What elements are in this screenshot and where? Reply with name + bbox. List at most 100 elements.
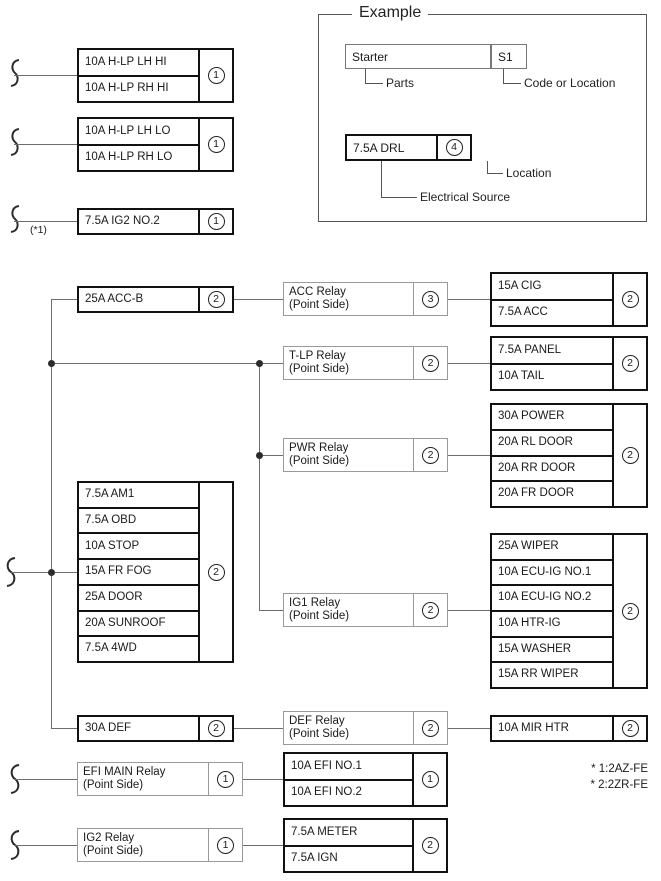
footnote-tag-star1: (*1): [30, 224, 47, 236]
example-code-value: S1: [498, 49, 513, 64]
fuse-cell: 10A MIR HTR: [498, 721, 569, 734]
location-cell: 2: [413, 594, 447, 626]
fuse-cell: 7.5A 4WD: [85, 642, 137, 655]
relay-label-line2: (Point Side): [289, 363, 350, 375]
relay-label-line1: EFI MAIN Relay: [83, 766, 166, 779]
wire-def-relay-to-fuse: [448, 728, 490, 729]
location-number: 2: [422, 446, 439, 464]
relay-label-line1: IG2 Relay: [83, 832, 135, 845]
relay-label-line1: DEF Relay: [289, 715, 345, 728]
fuse-cell: 10A EFI NO.2: [291, 786, 362, 798]
example-parts-box: Starter: [345, 44, 491, 69]
location-number: 1: [421, 771, 439, 788]
wire-to-h-lp-lo: [14, 144, 77, 145]
wire-bus-to-acc-b: [51, 299, 77, 300]
wire-ig2-relay-to-fuses: [243, 845, 283, 846]
location-number: 2: [421, 837, 439, 854]
junction-dot-mid-pwr: [256, 452, 263, 459]
fuse-block-efi: 10A EFI NO.1 10A EFI NO.2 1: [283, 752, 448, 807]
fuse-cell: 30A DEF: [85, 721, 132, 734]
location-number: 2: [621, 355, 639, 372]
wire-acc-relay-to-fuses: [448, 299, 490, 300]
example-parts-label: Parts: [386, 76, 415, 90]
main-left-bus: [51, 299, 52, 728]
location-number: 2: [207, 291, 225, 308]
relay-label: T-LP Relay (Point Side): [284, 347, 413, 379]
wire-to-efi-main-relay: [14, 779, 77, 780]
location-cell: 2: [612, 535, 646, 687]
location-cell: 2: [413, 347, 447, 379]
leader-code-horizontal: [503, 83, 521, 84]
wire-acc-b-to-acc-relay: [234, 299, 283, 300]
location-cell: 1: [412, 754, 446, 805]
fuse-cell: 10A ECU-IG NO.2: [492, 586, 612, 613]
fuse-block-mir-htr: 10A MIR HTR 2: [490, 715, 648, 742]
location-cell: 2: [413, 712, 447, 744]
relay-label-line1: IG1 Relay: [289, 597, 341, 610]
wire-to-h-lp-hi: [14, 75, 77, 76]
fuse-cell: 15A FR FOG: [79, 560, 198, 586]
relay-label-line2: (Point Side): [289, 728, 350, 740]
wire-bus-to-t-lp-branch: [51, 363, 259, 364]
location-cell: 2: [412, 820, 446, 871]
example-location-cell: 4: [436, 136, 470, 159]
fuse-cell: 10A H-LP LH LO: [79, 119, 198, 146]
leader-parts-horizontal: [365, 83, 383, 84]
fuse-cell: 10A H-LP LH HI: [79, 50, 198, 77]
fuse-cell: 7.5A IG2 NO.2: [85, 214, 160, 227]
fuse-cell: 10A HTR-IG: [492, 612, 612, 638]
location-number: 2: [422, 601, 439, 619]
location-cell: 1: [198, 210, 232, 233]
fuse-cell: 10A STOP: [79, 534, 198, 561]
example-code-label: Code or Location: [524, 76, 616, 90]
fuse-cell: 20A SUNROOF: [79, 612, 198, 638]
fuse-block-power-door: 30A POWER 20A RL DOOR 20A RR DOOR 20A FR…: [490, 403, 648, 508]
example-panel: [318, 14, 647, 222]
relay-efi-main-relay: EFI MAIN Relay (Point Side) 1: [77, 762, 243, 796]
location-cell: 2: [198, 483, 232, 661]
fuse-block-ig1: 25A WIPER 10A ECU-IG NO.1 10A ECU-IG NO.…: [490, 533, 648, 689]
example-source-value: 7.5A DRL: [353, 140, 405, 155]
fuse-cell: 10A EFI NO.1: [285, 754, 412, 781]
location-number: 3: [422, 290, 439, 308]
example-title: Example: [352, 4, 429, 22]
relay-label-line2: (Point Side): [83, 845, 144, 857]
example-source-label: Electrical Source: [420, 190, 511, 204]
location-number: 1: [217, 836, 234, 854]
wire-efi-relay-to-fuses: [243, 779, 283, 780]
leader-code-vertical: [503, 69, 504, 83]
main-middle-bus: [259, 363, 260, 610]
location-number: 1: [207, 213, 225, 230]
fuse-acc-b: 25A ACC-B 2: [77, 286, 234, 313]
fuse-cell: 10A ECU-IG NO.1: [492, 561, 612, 587]
location-cell: 1: [198, 119, 232, 170]
example-source-box: 7.5A DRL 4: [345, 134, 472, 161]
example-location-label: Location: [506, 166, 552, 180]
relay-ig2-relay: IG2 Relay (Point Side) 1: [77, 828, 243, 862]
wire-bus-to-left-block: [51, 572, 77, 573]
wire-mid-to-pwr: [259, 455, 283, 456]
relay-label-line2: (Point Side): [289, 455, 350, 467]
wire-pwr-relay-to-fuses: [448, 455, 490, 456]
fuse-cell: 15A RR WIPER: [498, 668, 579, 681]
leader-source-vertical: [381, 161, 382, 197]
location-cell: 2: [413, 439, 447, 471]
junction-dot-mid-t-lp: [256, 360, 263, 367]
location-cell: 2: [612, 338, 646, 389]
fuse-def: 30A DEF 2: [77, 715, 234, 742]
location-number: 2: [621, 291, 639, 308]
relay-label: ACC Relay (Point Side): [284, 283, 413, 315]
fuse-group-h-lp-lo: 10A H-LP LH LO 10A H-LP RH LO 1: [77, 117, 234, 172]
junction-dot-t-lp: [48, 360, 55, 367]
wire-bus-to-def: [51, 728, 77, 729]
fuse-block-tail: 7.5A PANEL 10A TAIL 2: [490, 336, 648, 391]
footnote-line: * 2:2ZR-FE: [590, 778, 648, 791]
location-cell: 1: [208, 763, 242, 795]
junction-dot-main-source: [48, 569, 55, 576]
relay-label-line1: ACC Relay: [289, 286, 346, 299]
wire-mid-to-t-lp: [259, 363, 283, 364]
fuse-cell: 10A TAIL: [498, 370, 545, 382]
location-number: 2: [621, 602, 639, 620]
fuse-cell: 7.5A ACC: [498, 306, 548, 318]
location-cell: 2: [612, 717, 646, 740]
